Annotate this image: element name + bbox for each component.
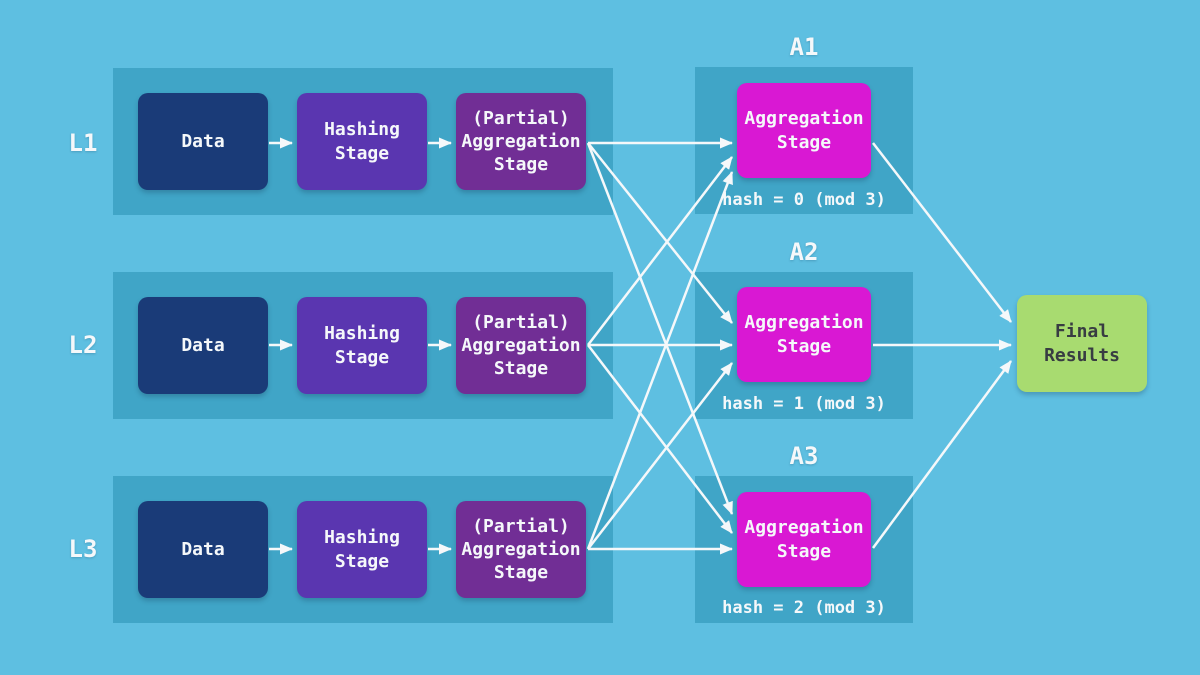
hash-rule-caption-a3: hash = 2 (mod 3) [722, 598, 886, 618]
partial-aggregation-node-l1: (Partial) Aggregation Stage [456, 93, 586, 190]
aggregator-label-a3: A3 [789, 442, 819, 470]
hashing-stage-node-l2: Hashing Stage [297, 297, 427, 394]
data-node-l1: Data [138, 93, 268, 190]
data-node-l2: Data [138, 297, 268, 394]
hash-rule-caption-a2: hash = 1 (mod 3) [722, 394, 886, 414]
final-results-node: Final Results [1017, 295, 1147, 392]
partial-aggregation-node-l3: (Partial) Aggregation Stage [456, 501, 586, 598]
aggregator-label-a2: A2 [789, 238, 819, 266]
lane-label-l1: L1 [68, 129, 98, 157]
hash-rule-caption-a1: hash = 0 (mod 3) [722, 190, 886, 210]
hashing-stage-node-l1: Hashing Stage [297, 93, 427, 190]
lane-label-l3: L3 [68, 535, 98, 563]
aggregation-stage-node-a2: Aggregation Stage [737, 287, 871, 382]
lane-label-l2: L2 [68, 331, 98, 359]
partial-aggregation-node-l2: (Partial) Aggregation Stage [456, 297, 586, 394]
hashing-stage-node-l3: Hashing Stage [297, 501, 427, 598]
aggregation-stage-node-a1: Aggregation Stage [737, 83, 871, 178]
data-node-l3: Data [138, 501, 268, 598]
aggregation-stage-node-a3: Aggregation Stage [737, 492, 871, 587]
aggregator-label-a1: A1 [789, 33, 819, 61]
